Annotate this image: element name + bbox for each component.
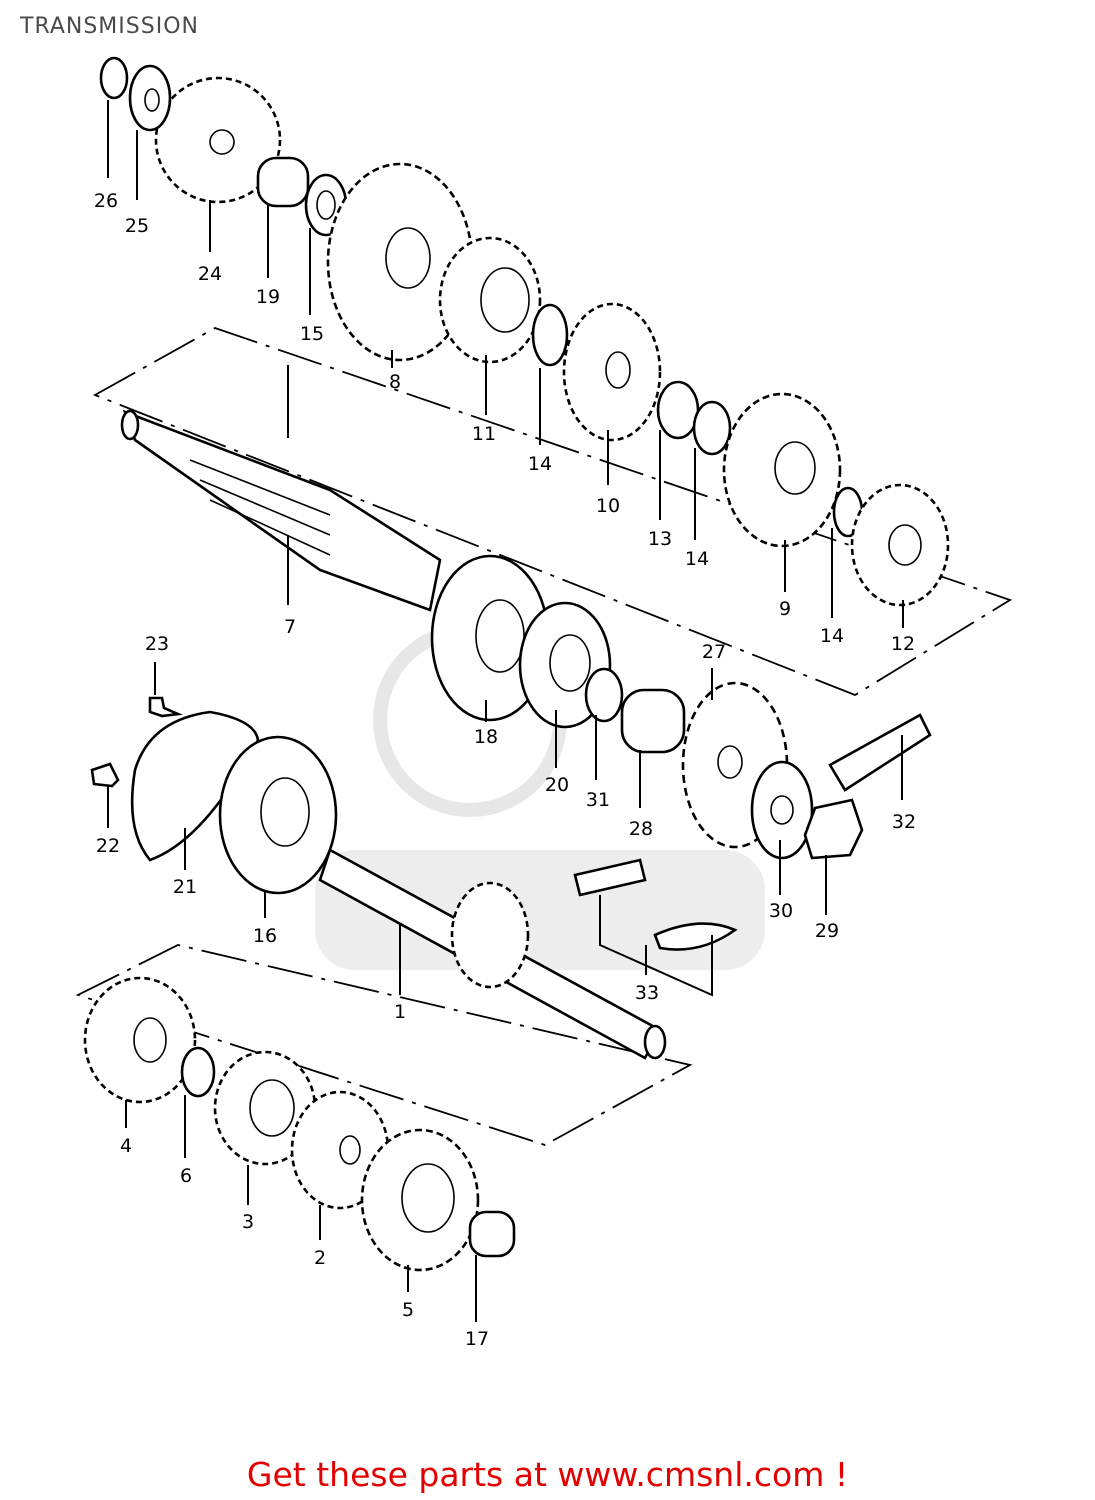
mainshaft: [120, 409, 442, 612]
gear-10: [562, 302, 662, 442]
washer-13: [656, 380, 700, 440]
spacer-28: [620, 688, 686, 754]
circlip-14a: [531, 303, 569, 367]
gear-12: [850, 483, 950, 607]
o-ring-31: [584, 667, 624, 723]
circlip-6: [180, 1046, 216, 1098]
gear-5: [360, 1128, 480, 1272]
page-title: TRANSMISSION: [20, 14, 199, 39]
callout-8: 8: [389, 371, 401, 393]
callout-33: 33: [635, 982, 659, 1004]
screw-22: [90, 762, 120, 788]
callout-10: 10: [596, 495, 620, 517]
callout-19: 19: [256, 286, 280, 308]
callout-25: 25: [125, 215, 149, 237]
circlip-14b: [692, 400, 732, 456]
callout-11: 11: [472, 423, 496, 445]
callout-29: 29: [815, 920, 839, 942]
callout-1: 1: [394, 1001, 406, 1023]
nut-29: [803, 798, 864, 860]
gear-9: [722, 392, 842, 548]
callout-20: 20: [545, 774, 569, 796]
callout-4: 4: [120, 1135, 132, 1157]
callout-13: 13: [648, 528, 672, 550]
callout-9: 9: [779, 598, 791, 620]
callout-14-a: 14: [528, 453, 552, 475]
callout-22: 22: [96, 835, 120, 857]
callout-24: 24: [198, 263, 222, 285]
mainshaft-assembly-boundary: [92, 327, 1013, 697]
bushing-19: [256, 156, 310, 208]
callout-7: 7: [284, 616, 296, 638]
callout-2: 2: [314, 1247, 326, 1269]
bearing-16: [218, 735, 338, 895]
callout-26: 26: [94, 190, 118, 212]
lock-washer-30: [750, 760, 814, 860]
callout-28: 28: [629, 818, 653, 840]
callout-14-b: 14: [685, 548, 709, 570]
callout-labels: 26 25 24 19 15 8 11 14 10 13 14 9 14 12 …: [94, 190, 916, 1350]
callout-31: 31: [586, 789, 610, 811]
screw-23: [148, 696, 183, 718]
gear-24: [154, 76, 282, 204]
callout-27: 27: [702, 641, 726, 663]
callout-30: 30: [769, 900, 793, 922]
callout-18: 18: [474, 726, 498, 748]
countershaft-assembly-boundary: [75, 944, 693, 1146]
callout-6: 6: [180, 1165, 192, 1187]
washer-25: [128, 64, 172, 132]
circlip-26: [99, 56, 129, 100]
callout-3: 3: [242, 1211, 254, 1233]
chain-joint-33: [573, 858, 738, 951]
gear-4: [83, 976, 197, 1104]
callout-12: 12: [891, 633, 915, 655]
callout-16: 16: [253, 925, 277, 947]
gear-11: [438, 236, 542, 364]
callout-21: 21: [173, 876, 197, 898]
bushing-17: [468, 1210, 516, 1258]
callout-14-c: 14: [820, 625, 844, 647]
chain-32: [828, 713, 932, 792]
footer-link[interactable]: Get these parts at www.cmsnl.com !: [246, 1455, 849, 1494]
leader-lines: [107, 100, 904, 1322]
gear-1-integral: [450, 881, 530, 989]
callout-23: 23: [145, 633, 169, 655]
callout-15: 15: [300, 323, 324, 345]
callout-32: 32: [892, 811, 916, 833]
callout-17: 17: [465, 1328, 489, 1350]
callout-5: 5: [402, 1299, 414, 1321]
